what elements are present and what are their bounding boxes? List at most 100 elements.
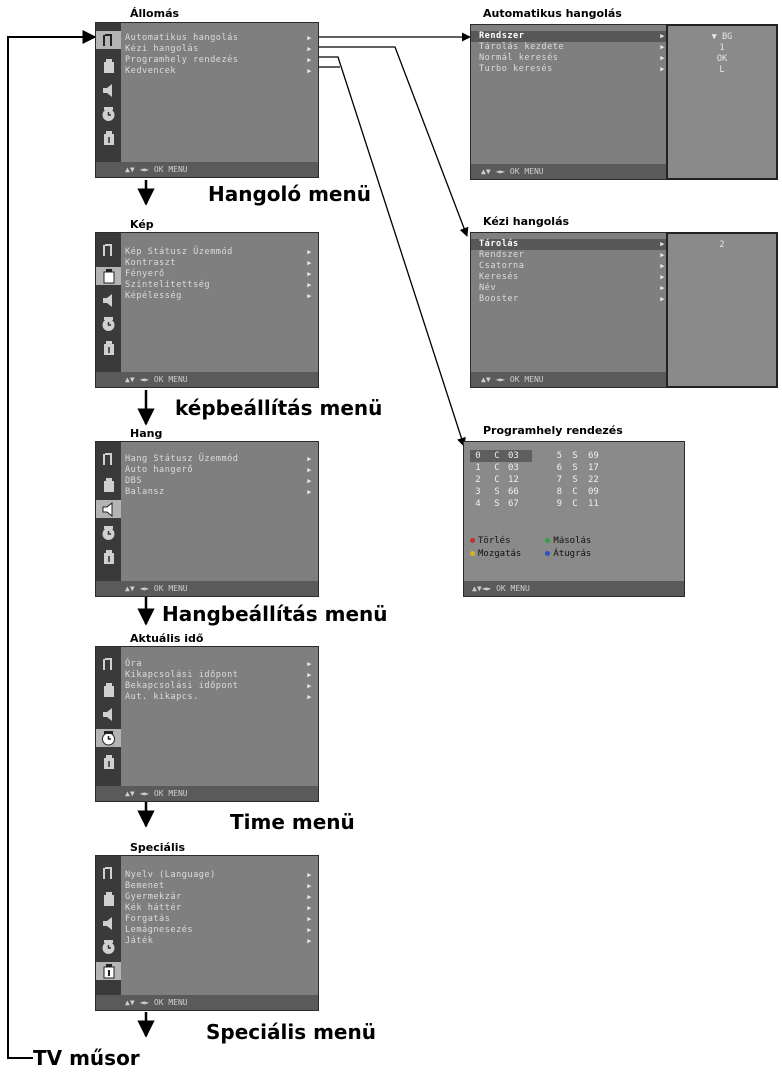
menu-item[interactable]: Óra▶	[125, 659, 312, 669]
kep-items: Kép Státusz Üzemmód▶ Kontraszt▶ Fényerő▶…	[125, 247, 314, 302]
channel-icon[interactable]	[100, 655, 117, 673]
menu-item[interactable]: Balansz▶	[125, 487, 312, 497]
sound-icon[interactable]	[100, 291, 117, 309]
menu-item-selected[interactable]: Rendszer▶	[471, 31, 667, 42]
clock-icon[interactable]	[100, 524, 117, 542]
menu-item[interactable]: Fényerő▶	[125, 269, 312, 279]
picture-icon[interactable]	[100, 890, 117, 908]
menu-item[interactable]: Rendszer▶	[479, 250, 665, 260]
menu-item[interactable]: Forgatás▶	[125, 914, 312, 924]
special-icon[interactable]	[100, 753, 117, 771]
menu-item[interactable]: Normál keresés▶	[479, 53, 665, 63]
menu-item[interactable]: Kék háttér▶	[125, 903, 312, 913]
kezi-values-panel: 2	[666, 232, 778, 388]
kep-title: Kép	[130, 218, 154, 231]
menu-footer: ▲▼◄► OK MENU	[464, 581, 684, 596]
sound-icon[interactable]	[100, 705, 117, 723]
menu-item[interactable]: Keresés▶	[479, 272, 665, 282]
picture-icon[interactable]	[100, 476, 117, 494]
picture-icon[interactable]	[100, 57, 117, 75]
menu-item[interactable]: Játék▶	[125, 936, 312, 946]
special-icon[interactable]	[96, 962, 121, 980]
link-kezi	[318, 46, 469, 237]
channel-icon[interactable]	[100, 864, 117, 882]
menu-item-selected[interactable]: Tárolás▶	[471, 239, 667, 250]
picture-icon[interactable]	[96, 267, 121, 285]
menu-item[interactable]: Kikapcsolási időpont▶	[125, 670, 312, 680]
menu-item[interactable]: Lemágnesezés▶	[125, 925, 312, 935]
menu-item[interactable]: Bemenet▶	[125, 881, 312, 891]
specialis-menu: Nyelv (Language)▶ Bemenet▶ Gyermekzár▶ K…	[95, 855, 319, 1011]
legend-row-2: Mozgatás Átugrás	[470, 549, 591, 559]
caption-specialis: Speciális menü	[206, 1020, 376, 1044]
value[interactable]: L	[719, 65, 725, 75]
menu-item[interactable]: Kontraszt▶	[125, 258, 312, 268]
red-dot-icon	[470, 538, 475, 543]
menu-item[interactable]: Booster▶	[479, 294, 665, 304]
channel-icon[interactable]	[100, 450, 117, 468]
sound-icon[interactable]	[100, 81, 117, 99]
menu-item[interactable]: Képélesség▶	[125, 291, 312, 301]
menu-item[interactable]: Színtelítettség▶	[125, 280, 312, 290]
menu-item[interactable]: Csatorna▶	[479, 261, 665, 271]
clock-icon[interactable]	[96, 729, 121, 747]
ido-items: Óra▶ Kikapcsolási időpont▶ Bekapcsolási …	[125, 659, 314, 703]
special-icon[interactable]	[100, 129, 117, 147]
yellow-dot-icon	[470, 551, 475, 556]
auto-values-panel: ▼ BG 1 OK L	[666, 24, 778, 180]
icon-column	[96, 856, 121, 997]
hang-items: Hang Státusz Üzemmód▶ Auto hangerő▶ DBS▶…	[125, 454, 314, 498]
auto-submenu: Rendszer▶ Tárolás kezdete▶ Normál keresé…	[470, 24, 668, 180]
clock-icon[interactable]	[100, 315, 117, 333]
value[interactable]: OK	[716, 54, 728, 64]
menu-item[interactable]: Kedvencek▶	[125, 66, 312, 76]
menu-item[interactable]: Nyelv (Language)▶	[125, 870, 312, 880]
menu-item[interactable]: Automatikus hangolás▶	[125, 33, 312, 43]
menu-item[interactable]: Kézi hangolás▶	[125, 44, 312, 54]
channel-icon[interactable]	[100, 241, 117, 259]
picture-icon[interactable]	[100, 681, 117, 699]
sound-icon[interactable]	[100, 914, 117, 932]
kezi-title: Kézi hangolás	[483, 215, 570, 228]
menu-item[interactable]: Programhely rendezés▶	[125, 55, 312, 65]
clock-icon[interactable]	[100, 105, 117, 123]
caption-kep: képbeállítás menü	[175, 396, 383, 420]
special-icon[interactable]	[100, 548, 117, 566]
allomas-menu: Automatikus hangolás▶ Kézi hangolás▶ Pro…	[95, 22, 319, 178]
menu-item[interactable]: Aut. kikapcs.▶	[125, 692, 312, 702]
kep-menu: Kép Státusz Üzemmód▶ Kontraszt▶ Fényerő▶…	[95, 232, 319, 388]
sound-icon[interactable]	[96, 500, 121, 518]
menu-item[interactable]: Név▶	[479, 283, 665, 293]
ido-title: Aktuális idő	[130, 632, 204, 645]
hang-menu: Hang Státusz Üzemmód▶ Auto hangerő▶ DBS▶…	[95, 441, 319, 597]
value[interactable]: 2	[719, 240, 725, 250]
channel-icon[interactable]	[96, 31, 121, 49]
menu-item[interactable]: Kép Státusz Üzemmód▶	[125, 247, 312, 257]
menu-item[interactable]: Auto hangerő▶	[125, 465, 312, 475]
specialis-items: Nyelv (Language)▶ Bemenet▶ Gyermekzár▶ K…	[125, 870, 314, 947]
menu-item[interactable]: Hang Státusz Üzemmód▶	[125, 454, 312, 464]
menu-item[interactable]: Tárolás kezdete▶	[479, 42, 665, 52]
menu-item[interactable]: Gyermekzár▶	[125, 892, 312, 902]
caption-time: Time menü	[230, 810, 355, 834]
caption-hangolo: Hangoló menü	[208, 182, 371, 206]
hang-title: Hang	[130, 427, 163, 440]
value[interactable]: ▼ BG	[711, 32, 733, 42]
menu-item[interactable]: Turbo keresés▶	[479, 64, 665, 74]
value[interactable]: 1	[719, 43, 725, 53]
kezi-submenu: Tárolás▶ Rendszer▶ Csatorna▶ Keresés▶ Né…	[470, 232, 668, 388]
menu-item[interactable]: DBS▶	[125, 476, 312, 486]
clock-icon[interactable]	[100, 938, 117, 956]
special-icon[interactable]	[100, 339, 117, 357]
ido-menu: Óra▶ Kikapcsolási időpont▶ Bekapcsolási …	[95, 646, 319, 802]
menu-footer: ▲▼ ◄► OK MENU	[471, 164, 667, 179]
menu-item[interactable]: Bekapcsolási időpont▶	[125, 681, 312, 691]
